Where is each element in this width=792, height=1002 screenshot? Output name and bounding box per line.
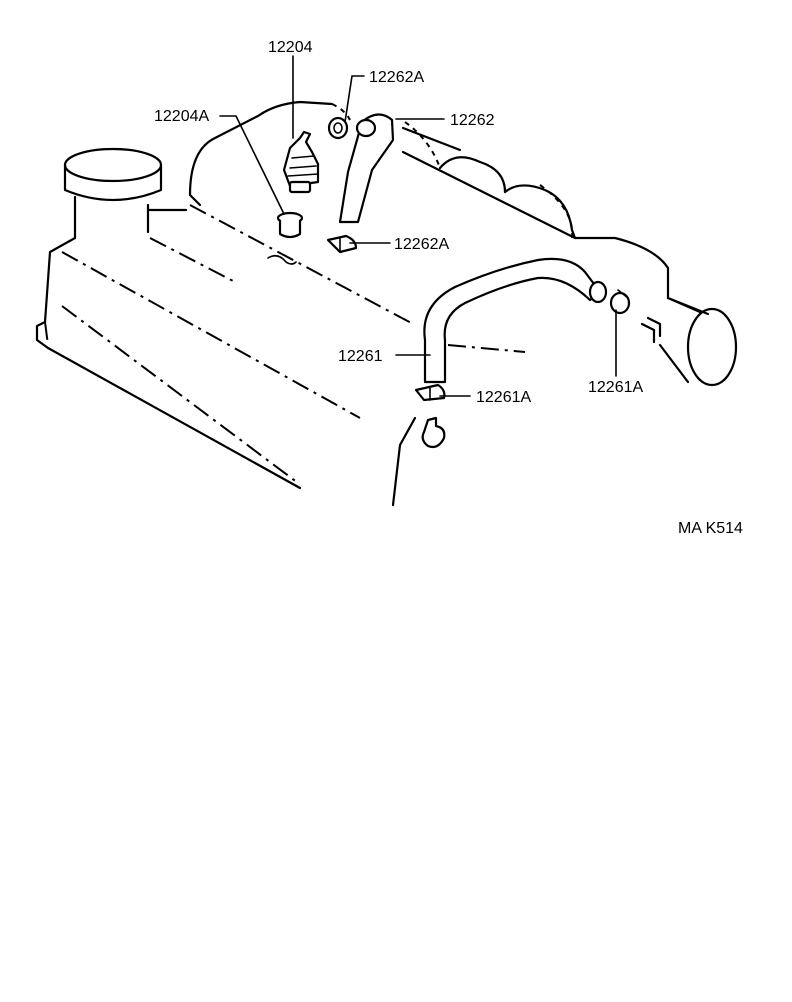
pcv-valve [282, 130, 320, 194]
clip-12262a-mid [326, 234, 358, 254]
hose-fitting [421, 416, 446, 449]
clip-12261a-right [609, 289, 631, 315]
label-12262: 12262 [450, 112, 495, 129]
label-12204: 12204 [268, 39, 313, 56]
label-12261: 12261 [338, 348, 383, 365]
engine-outline [35, 100, 738, 507]
label-12262a-mid: 12262A [394, 236, 449, 253]
clip-12261a-bottom [414, 383, 446, 402]
hose-12262 [338, 113, 395, 224]
clip-12262a-top [327, 116, 349, 140]
grommet [276, 211, 304, 239]
leader-lines [219, 55, 617, 397]
label-12262a-top: 12262A [369, 69, 424, 86]
label-12204a: 12204A [154, 108, 209, 125]
label-12261a-bottom: 12261A [476, 389, 531, 406]
diagram-code: MA K514 [678, 520, 743, 537]
hose-12261 [423, 257, 608, 384]
label-12261a-right: 12261A [588, 379, 643, 396]
oil-filler-cap [63, 147, 163, 240]
